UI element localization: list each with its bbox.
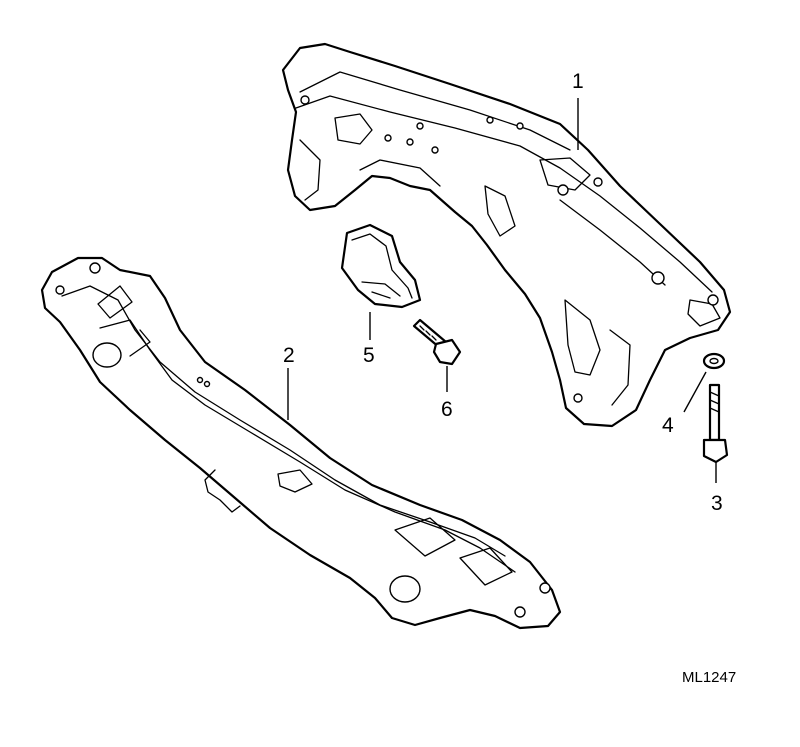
callout-1: 1 [572,70,584,93]
leader-4 [683,371,707,413]
leader-lines [287,98,717,483]
reference-code: ML1247 [682,669,736,686]
callout-5: 5 [363,344,375,367]
part-6-bolt[interactable] [412,318,462,366]
callout-6: 6 [441,398,453,421]
callout-4: 4 [662,414,674,437]
callout-2: 2 [283,344,295,367]
part-1-subframe[interactable] [281,42,732,428]
callout-labels: 1 2 3 4 5 6 [283,70,723,515]
part-4-washer[interactable] [702,352,726,370]
part-2-crossmember[interactable] [40,256,562,630]
callout-3: 3 [711,492,723,515]
part-5-bracket[interactable] [340,223,422,309]
part-3-bolt[interactable] [702,383,729,464]
